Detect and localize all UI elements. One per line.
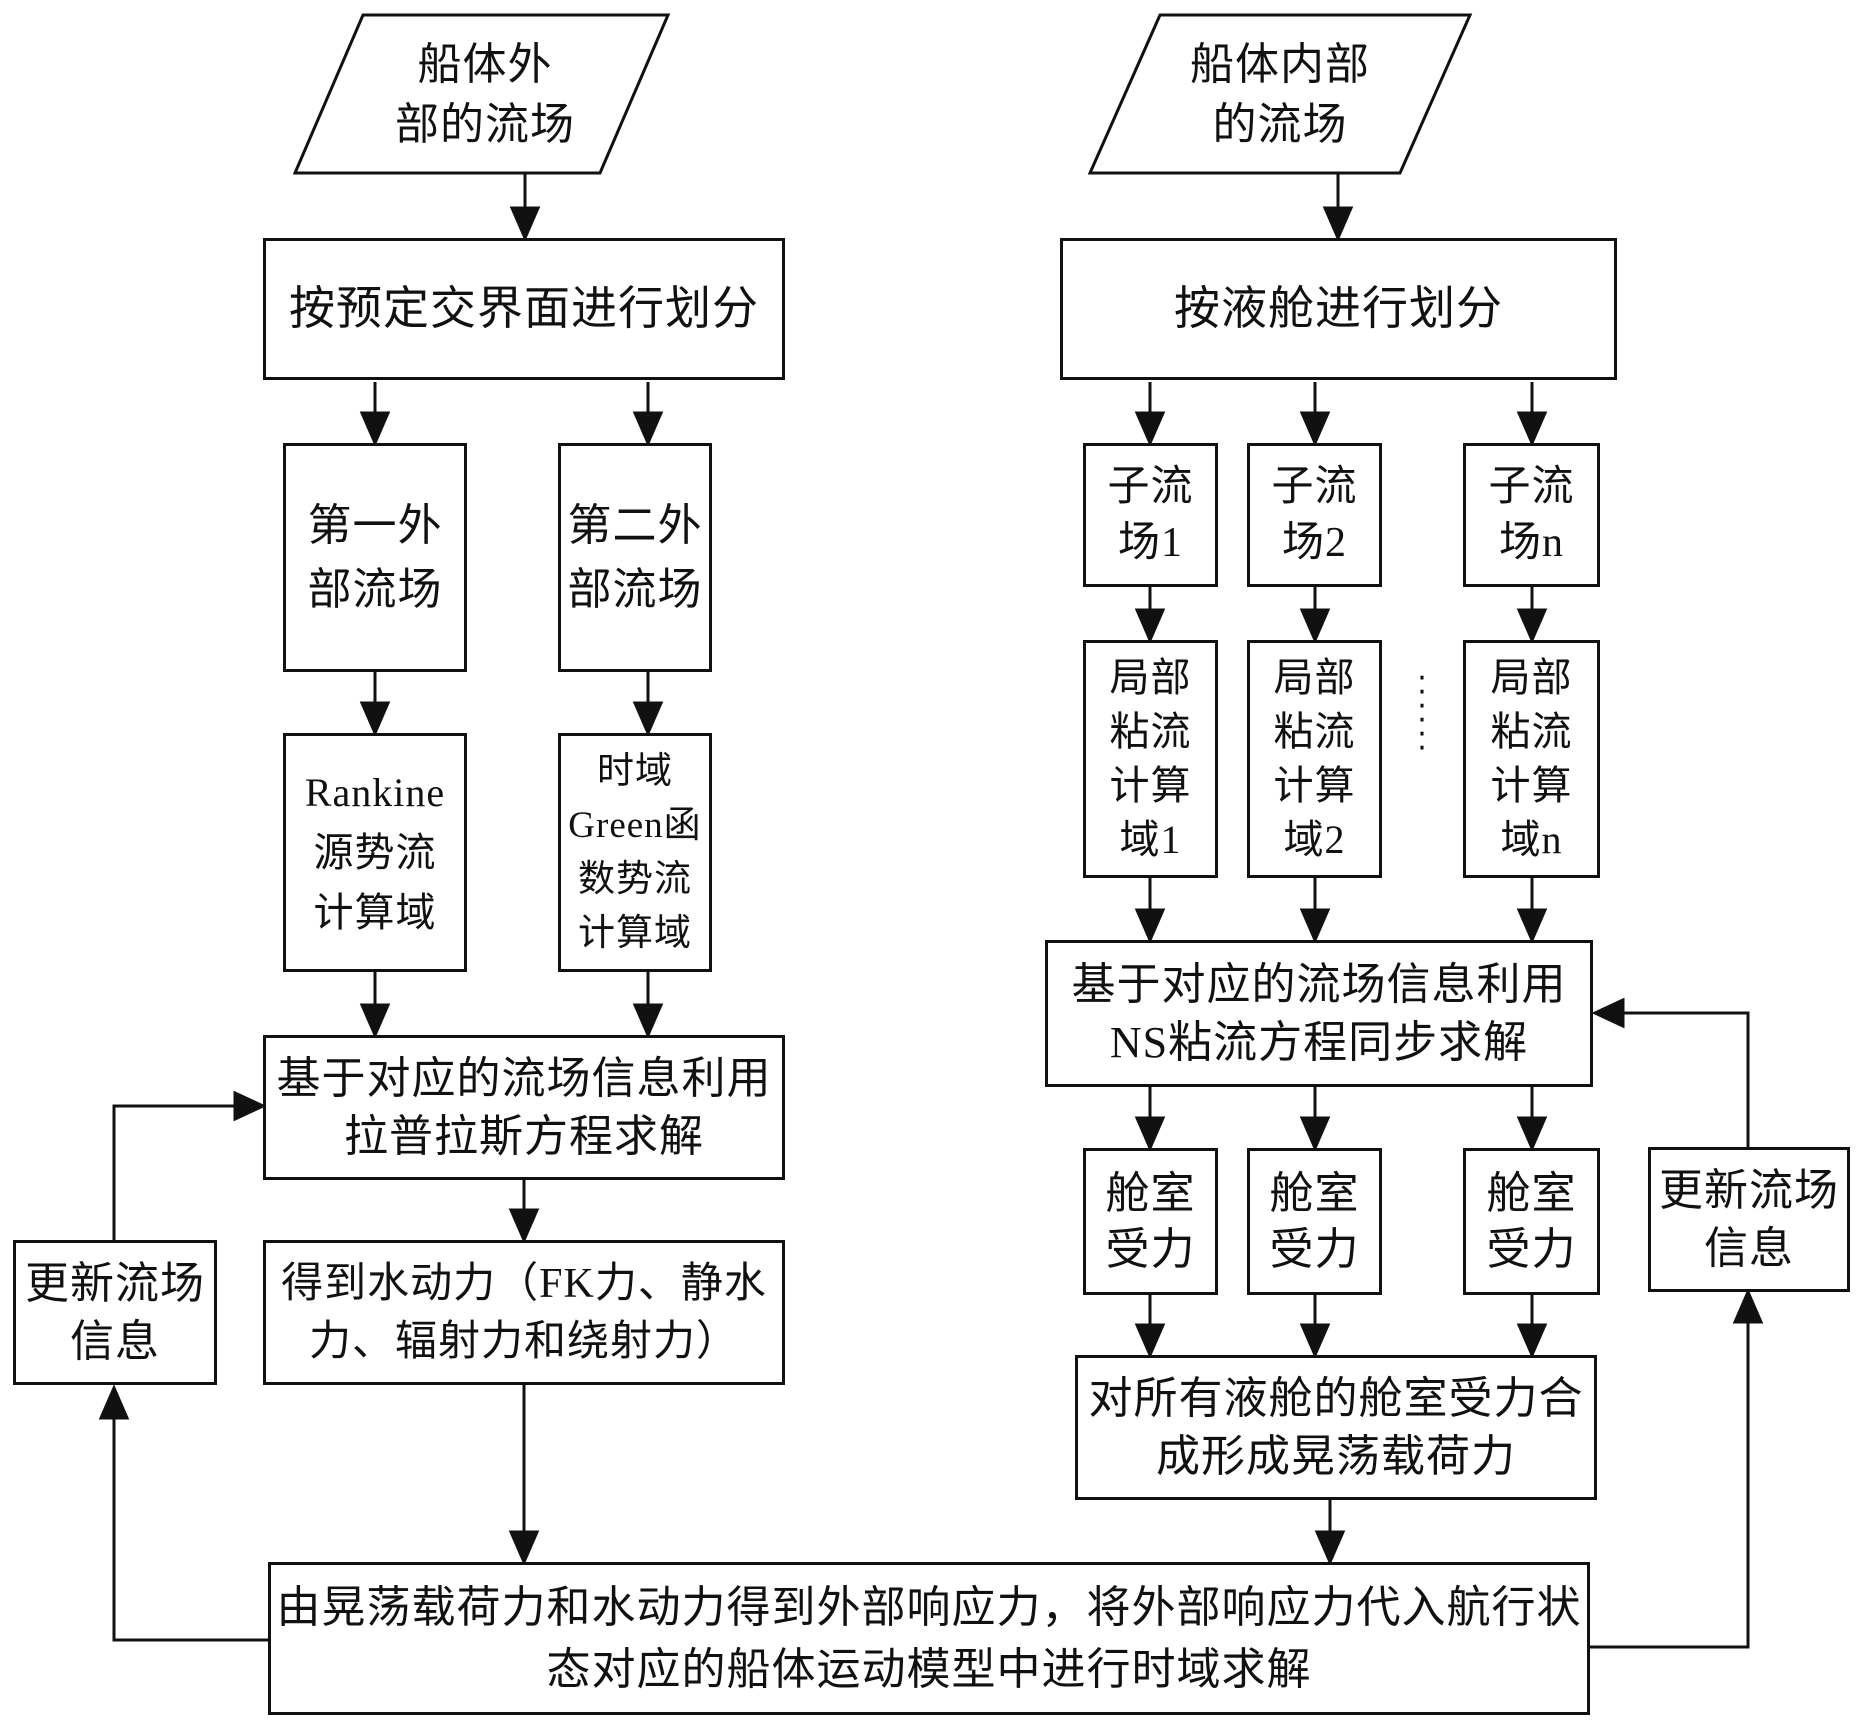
arrow-sub2-to-visc2: [1299, 587, 1331, 644]
arrow-ns-to-forcen: [1516, 1087, 1548, 1152]
arrow-divide-to-field1: [359, 382, 391, 447]
node-subfield-n: 子流 场n: [1463, 443, 1600, 587]
arrow-force2-to-combine: [1299, 1295, 1331, 1359]
shape-parallelogram-left: [292, 13, 671, 175]
arrow-right-input-to-divide: [1322, 173, 1354, 242]
node-ns-equation-solve: 基于对应的流场信息利用 NS粘流方程同步求解: [1045, 940, 1593, 1087]
arrow-hydro-to-bottom: [508, 1385, 540, 1566]
node-combine-sloshing-load: 对所有液舱的舱室受力合 成形成晃荡载荷力: [1075, 1355, 1597, 1500]
node-local-viscous-domain-1: 局部 粘流 计算 域1: [1083, 640, 1218, 878]
arrow-field1-to-rankine: [359, 672, 391, 737]
io-hull-internal-field: 船体内部 的流场: [1190, 40, 1370, 149]
node-ship-motion-model-solve: 由晃荡载荷力和水动力得到外部响应力，将外部响应力代入航行状 态对应的船体运动模型…: [268, 1562, 1590, 1715]
io-hull-external-field: 船体外 部的流场: [395, 40, 575, 149]
arrow-laplace-to-hydro: [508, 1180, 540, 1244]
arrow-divide-to-sub2: [1299, 382, 1331, 447]
arrow-force1-to-combine: [1134, 1295, 1166, 1359]
arrow-green-to-laplace: [632, 972, 664, 1039]
node-subfield-1: 子流 场1: [1083, 443, 1218, 587]
node-green-function-domain: 时域 Green函 数势流 计算域: [558, 733, 712, 972]
arrow-field2-to-green: [632, 672, 664, 737]
arrow-divide-to-sub1: [1134, 382, 1166, 447]
node-hydrodynamic-forces: 得到水动力（FK力、静水 力、辐射力和绕射力）: [263, 1240, 785, 1385]
arrow-viscn-to-ns: [1516, 878, 1548, 944]
arrow-update-left-to-laplace: [112, 1090, 267, 1240]
node-local-viscous-domain-n: 局部 粘流 计算 域n: [1463, 640, 1600, 878]
node-update-flow-info-right: 更新流场 信息: [1648, 1147, 1850, 1292]
node-divide-by-tank: 按液舱进行划分: [1060, 238, 1617, 380]
arrow-forcen-to-combine: [1516, 1295, 1548, 1359]
arrow-divide-to-field2: [632, 382, 664, 447]
node-external-field-2: 第二外 部流场: [558, 443, 712, 672]
arrow-sub1-to-visc1: [1134, 587, 1166, 644]
shape-parallelogram-right: [1087, 13, 1473, 175]
node-tank-force-n: 舱室 受力: [1463, 1148, 1600, 1295]
arrow-bottom-to-update-left: [98, 1384, 268, 1642]
arrow-ns-to-force1: [1134, 1087, 1166, 1152]
node-external-field-1: 第一外 部流场: [283, 443, 467, 672]
arrow-ns-to-force2: [1299, 1087, 1331, 1152]
node-rankine-potential-domain: Rankine 源势流 计算域: [283, 733, 467, 972]
arrow-left-input-to-divide: [509, 173, 541, 242]
node-laplace-solve: 基于对应的流场信息利用 拉普拉斯方程求解: [263, 1035, 785, 1180]
node-update-flow-info-left: 更新流场 信息: [13, 1240, 217, 1385]
node-tank-force-2: 舱室 受力: [1247, 1148, 1382, 1295]
node-subfield-2: 子流 场2: [1247, 443, 1382, 587]
node-local-viscous-domain-2: 局部 粘流 计算 域2: [1247, 640, 1382, 878]
ellipsis-dots: ······: [1417, 661, 1427, 766]
arrow-subn-to-viscn: [1516, 587, 1548, 644]
node-tank-force-1: 舱室 受力: [1083, 1148, 1218, 1295]
arrow-visc2-to-ns: [1299, 878, 1331, 944]
arrow-update-right-to-ns: [1591, 997, 1750, 1147]
arrow-combine-to-bottom: [1314, 1500, 1346, 1566]
arrow-divide-to-subn: [1516, 382, 1548, 447]
arrow-bottom-to-update-right: [1590, 1288, 1764, 1649]
arrow-visc1-to-ns: [1134, 878, 1166, 944]
arrow-rankine-to-laplace: [359, 972, 391, 1039]
node-divide-by-interface: 按预定交界面进行划分: [263, 238, 785, 380]
